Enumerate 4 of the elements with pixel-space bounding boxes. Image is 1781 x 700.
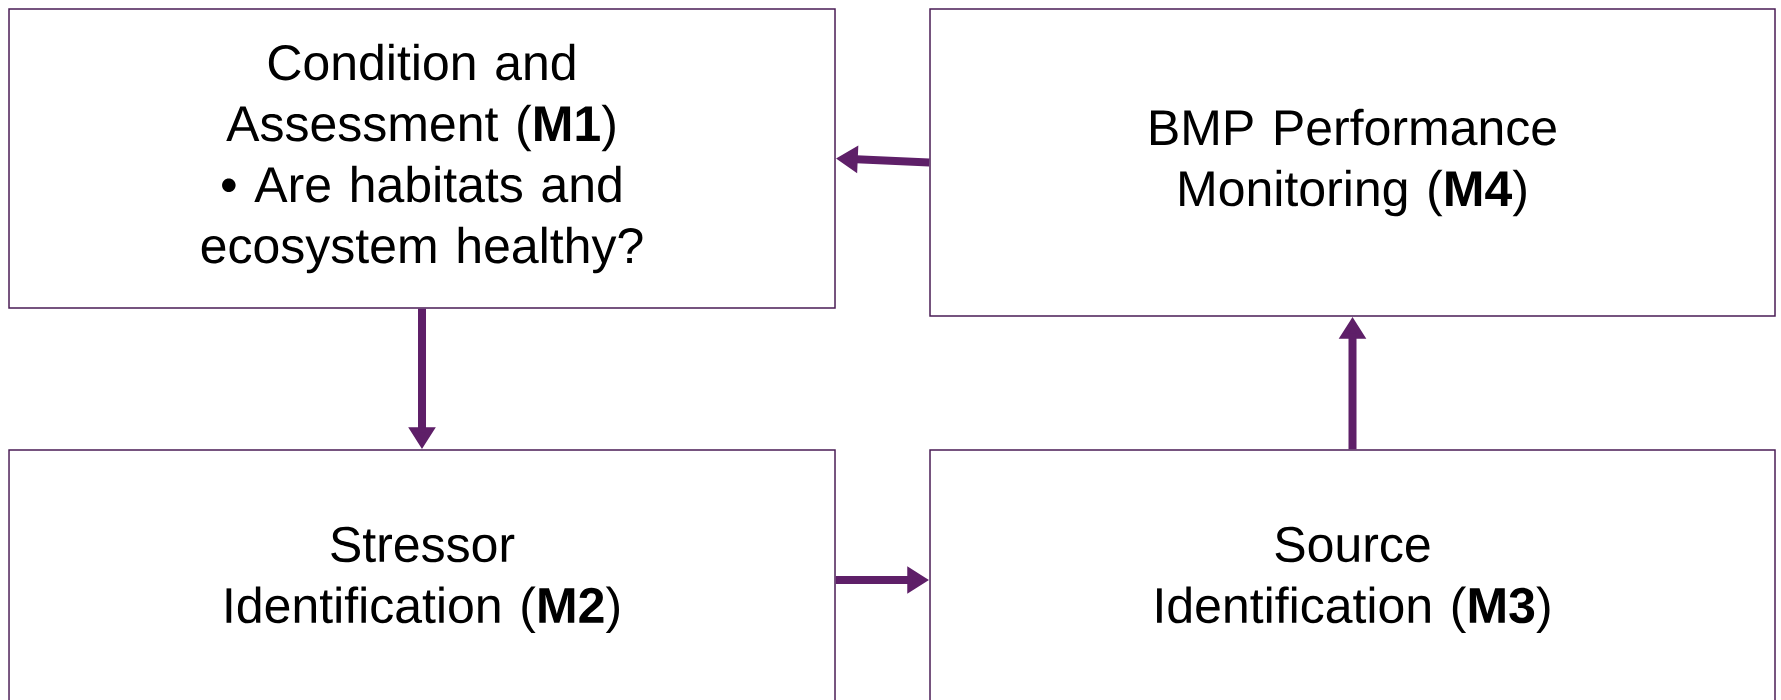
process-box: Stressor Identification (M2) — [8, 449, 836, 700]
process-box: Source Identification (M3) — [929, 449, 1776, 700]
process-box: BMP Performance Monitoring (M4) — [929, 8, 1776, 317]
process-box: Condition and Assessment (M1) • Are habitats and ecosystem healthy? — [8, 8, 836, 309]
